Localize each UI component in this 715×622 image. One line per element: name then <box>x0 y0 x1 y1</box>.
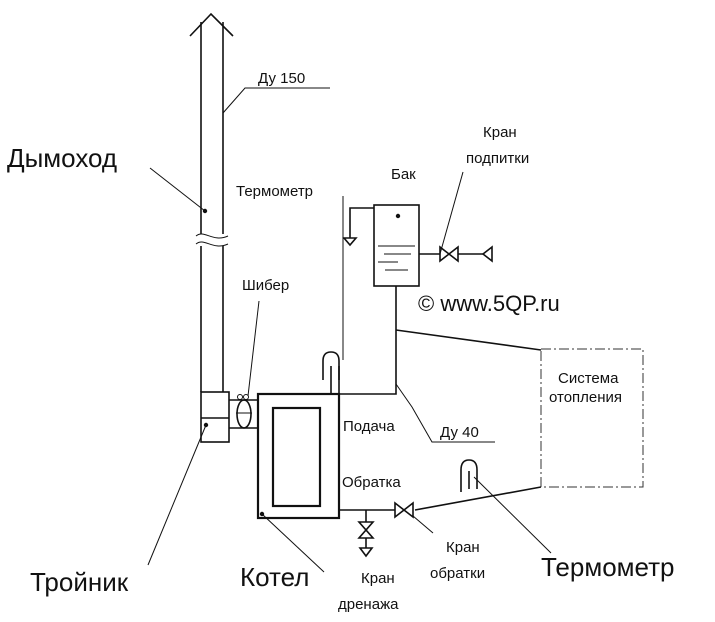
damper-label: Шибер <box>242 277 289 294</box>
return-valve-label-line1: Кран <box>446 539 480 556</box>
supply-pipe <box>322 286 542 395</box>
heating-system-box <box>540 348 644 488</box>
makeup-valve <box>419 245 493 263</box>
leader-lines <box>147 87 552 573</box>
damper-icon <box>236 399 252 429</box>
drain-valve <box>357 510 375 558</box>
copyright-label: © www.5QP.ru <box>418 291 560 316</box>
makeup-valve-label-line2: подпитки <box>466 150 529 167</box>
makeup-valve-icon <box>439 245 459 263</box>
chimney <box>189 12 234 392</box>
expansion-tank <box>342 204 420 287</box>
chimney-label: Дымоход <box>7 143 117 173</box>
supply-label: Подача <box>343 418 395 435</box>
tee-label: Тройник <box>30 567 129 597</box>
heating-system-label-line2: отопления <box>549 389 622 406</box>
boiler-label: Котел <box>240 562 309 592</box>
tee-fitting <box>200 391 230 443</box>
thermometer-top-label: Термометр <box>236 183 313 200</box>
boiler-door <box>271 406 322 508</box>
return-valve-label-line2: обратки <box>430 565 485 582</box>
return-valve-icon <box>394 501 414 519</box>
thermometer-bottom-label: Термометр <box>541 552 675 582</box>
return-pipe <box>339 459 542 519</box>
chimney-arrowhead <box>189 12 234 37</box>
tank-label: Бак <box>391 166 416 183</box>
makeup-valve-label-line1: Кран <box>483 124 517 141</box>
boiler <box>256 392 341 520</box>
drain-valve-label-line1: Кран <box>361 570 395 587</box>
supply-size-label: Ду 40 <box>440 424 479 441</box>
return-label: Обратка <box>342 474 401 491</box>
drain-valve-icon <box>357 521 375 539</box>
drain-valve-label-line2: дренажа <box>338 596 399 613</box>
return-thermometer-icon <box>460 459 478 492</box>
supply-thermometer-icon <box>322 351 340 380</box>
heating-system-label-line1: Система <box>558 370 619 387</box>
chimney-break-mark <box>195 233 229 239</box>
flue-connector <box>229 394 258 429</box>
chimney-size-label: Ду 150 <box>258 70 305 87</box>
